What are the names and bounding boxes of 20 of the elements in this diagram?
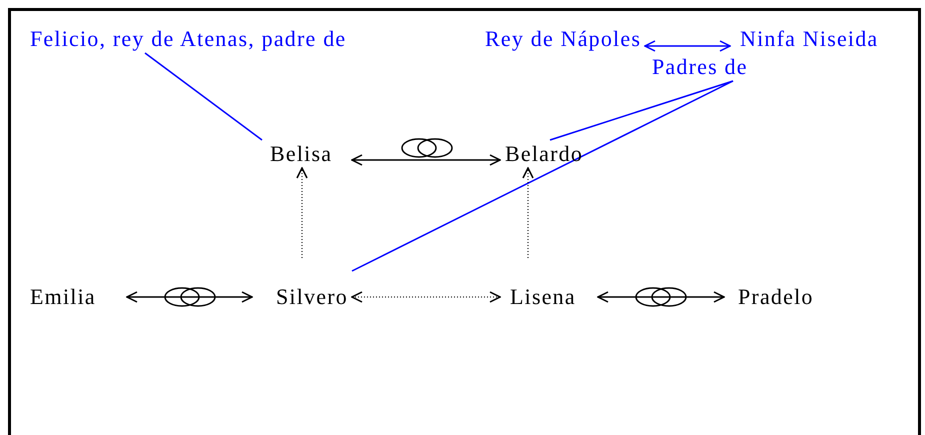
relation-text: Padres de [652,55,750,81]
arrow [597,291,725,303]
arrow [644,40,731,52]
name-text: Silvero [252,258,352,311]
connector-line [352,80,734,272]
arrow [126,291,253,303]
connector-line [550,80,734,141]
relation-text: Felicio, rey de Atenas, padre de [30,25,360,53]
name-text: Belardo [500,140,592,168]
name-text: Ninfa Niseida [730,25,882,53]
arrow [351,154,501,166]
connector-line [144,52,262,141]
arrow [351,291,501,303]
name-text: Lisena [500,258,598,311]
arrow [522,167,534,258]
name-text: Rey de Nápoles [485,25,645,53]
name-text: Emilia [30,283,127,311]
name-text: Pradelo [724,283,824,311]
arrow [296,167,308,258]
name-text: Belisa [266,140,352,168]
